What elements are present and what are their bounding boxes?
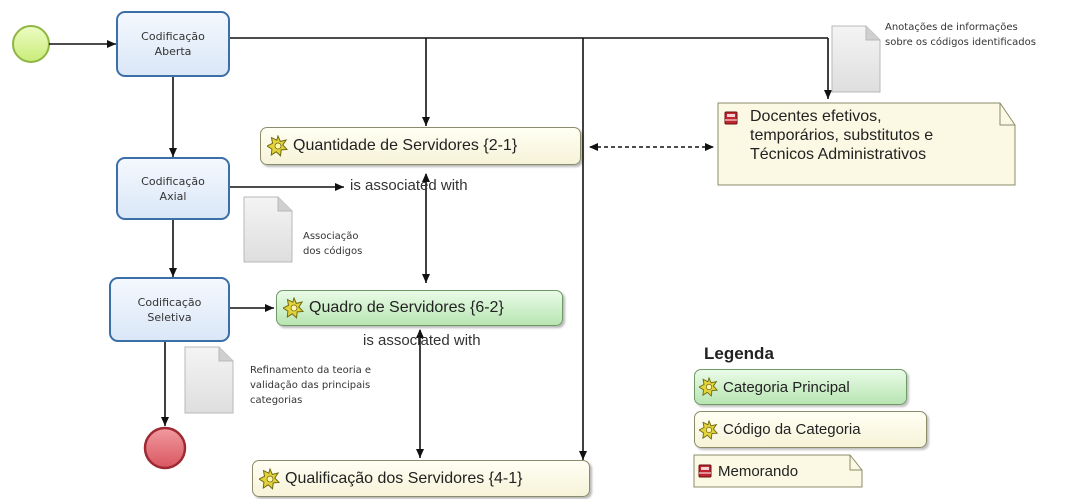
memo-book-icon [724,111,738,125]
code-star-icon [699,419,719,440]
category-quadro[interactable]: Quadro de Servidores {6-2} [276,290,563,326]
legend-title: Legenda [704,344,774,363]
category-label: Quadro de Servidores {6-2} [309,299,504,316]
legend-item-memo: Memorando [694,455,862,487]
task-label: Codificação Seletiva [137,295,202,324]
legend-item-main-category: Categoria Principal [694,369,907,405]
relation-label: is associated with [363,332,481,349]
start-event[interactable] [12,25,50,63]
category-label: Quantidade de Servidores {2-1} [293,137,518,154]
category-label: Qualificação dos Servidores {4-1} [285,469,523,487]
legend-label: Código da Categoria [723,421,861,438]
task-codificacao-seletiva[interactable]: Codificação Seletiva [109,277,230,342]
document-icon [184,346,234,414]
legend-memo-shape [693,454,863,488]
memo-docentes[interactable]: Docentes efetivos, temporários, substitu… [718,103,1015,185]
legend-label: Memorando [718,462,799,480]
code-star-icon [259,467,281,490]
memo-book-icon [698,464,712,478]
annotation-refinamento: Refinamento da teoria e validação das pr… [250,365,372,406]
category-quantidade[interactable]: Quantidade de Servidores {2-1} [260,127,581,165]
task-codificacao-axial[interactable]: Codificação Axial [116,157,230,220]
legend-label: Categoria Principal [723,378,850,396]
code-star-icon [267,135,289,157]
task-codificacao-aberta[interactable]: Codificação Aberta [116,11,230,77]
document-icon [243,196,293,263]
task-label: Codificação Aberta [141,30,205,58]
annotation-anotacoes: Anotações de informações sobre os código… [885,22,1036,48]
code-star-icon [283,297,305,319]
relation-label: is associated with [350,177,468,194]
memo-shape [717,102,1016,186]
category-qualificacao[interactable]: Qualificação dos Servidores {4-1} [252,460,590,497]
annotation-associacao: Associação dos códigos [303,231,363,257]
code-star-icon [699,377,719,397]
legend-item-category-code: Código da Categoria [694,411,927,448]
end-event[interactable] [143,426,187,470]
document-icon [831,25,881,93]
memo-text: Docentes efetivos, temporários, substitu… [750,108,934,163]
task-label: Codificação Axial [141,174,205,203]
